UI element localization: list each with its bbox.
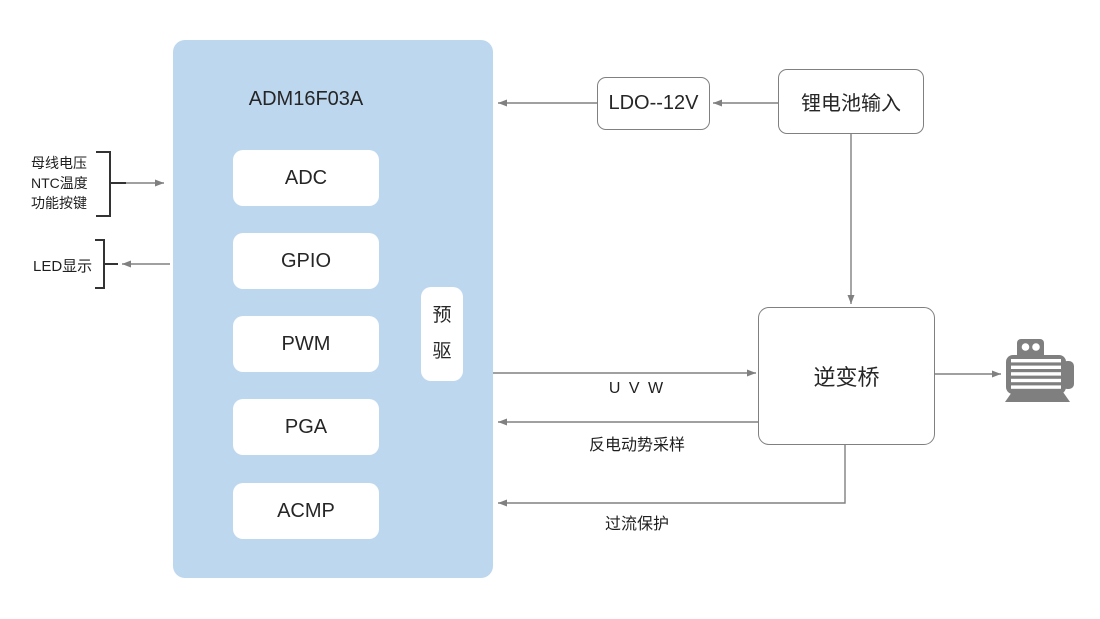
uvw-signal-label: U V W bbox=[608, 380, 666, 397]
input-signal-func-keys: 功能按键 bbox=[31, 195, 87, 211]
input-group-bracket bbox=[96, 151, 111, 217]
mcu-module-predriver: 预驱 bbox=[421, 287, 463, 381]
mcu-module-adc: ADC bbox=[233, 150, 379, 206]
mcu-block: ADM16F03A ADC GPIO PWM PGA ACMP 预驱 bbox=[173, 40, 493, 578]
mcu-module-gpio: GPIO bbox=[233, 233, 379, 289]
led-bracket bbox=[95, 239, 105, 289]
ldo-label: LDO--12V bbox=[608, 92, 699, 114]
mcu-module-acmp: ACMP bbox=[233, 483, 379, 539]
mcu-title: ADM16F03A bbox=[248, 88, 364, 110]
input-signal-bus-voltage: 母线电压 bbox=[31, 155, 87, 171]
mcu-module-pga: PGA bbox=[233, 399, 379, 455]
motor-icon bbox=[1005, 339, 1074, 402]
battery-label: 锂电池输入 bbox=[801, 93, 901, 115]
overcurrent-protect-label: 过流保护 bbox=[604, 516, 669, 533]
predriver-label: 预驱 bbox=[432, 304, 452, 362]
battery-input-box: 锂电池输入 bbox=[778, 69, 924, 134]
ldo-box: LDO--12V bbox=[597, 77, 710, 130]
back-emf-sampling-label: 反电动势采样 bbox=[588, 437, 685, 454]
inverter-label: 逆变桥 bbox=[813, 365, 880, 390]
led-display-label: LED显示 bbox=[33, 258, 93, 275]
inverter-bridge-box: 逆变桥 bbox=[758, 307, 935, 445]
input-signal-group: 母线电压 NTC温度 功能按键 bbox=[31, 153, 88, 213]
mcu-module-pwm: PWM bbox=[233, 316, 379, 372]
input-signal-ntc-temp: NTC温度 bbox=[31, 175, 88, 191]
